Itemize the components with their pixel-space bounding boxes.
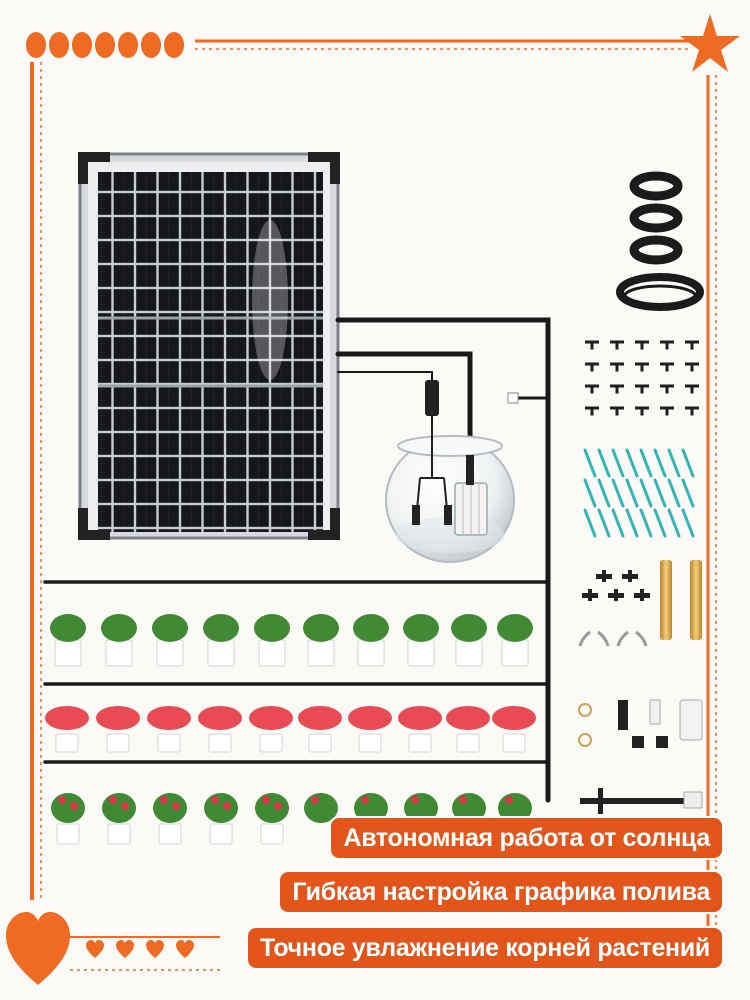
pipe-network xyxy=(43,317,551,803)
star-icon xyxy=(680,14,740,72)
feature-badge-schedule: Гибкая настройка графика полива xyxy=(280,872,722,912)
dot-decoration-icon xyxy=(86,940,194,958)
water-bowl-icon xyxy=(385,430,515,563)
plant-row-green xyxy=(50,614,533,667)
plant-row-roses xyxy=(51,793,532,845)
dot-decoration-icon xyxy=(26,32,184,58)
pot-icon xyxy=(54,639,529,667)
pump-icon xyxy=(454,455,488,536)
solar-panel-icon xyxy=(78,152,340,540)
feature-badge-solar: Автономная работа от солнца xyxy=(331,818,722,858)
fittings xyxy=(578,560,703,814)
tubing-coil-icon xyxy=(616,171,704,311)
decorative-frame xyxy=(6,14,740,985)
heart-icon xyxy=(6,912,70,985)
feature-badge-roots: Точное увлажнение корней растений xyxy=(247,928,722,968)
tee-connector-icon xyxy=(585,340,699,416)
drip-stake-icon xyxy=(583,448,695,538)
plant-row-anthurium xyxy=(45,706,536,753)
